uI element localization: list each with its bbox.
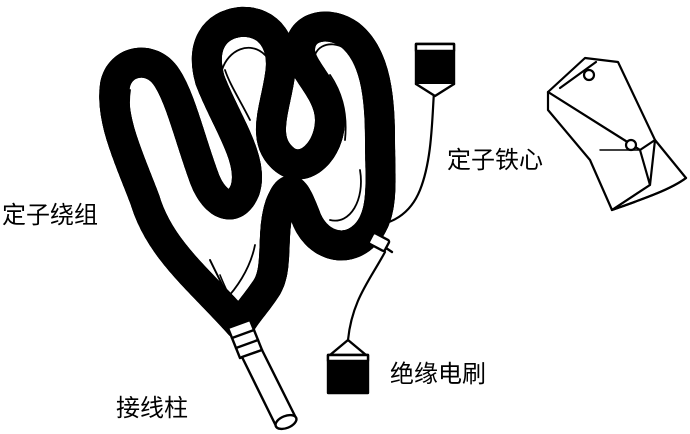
terminal-post [194, 259, 298, 431]
brush-cable [346, 90, 436, 342]
upper-brush [414, 42, 456, 98]
label-terminal-post: 接线柱 [116, 394, 188, 422]
lower-brush [326, 338, 370, 395]
stator-winding-coil [114, 22, 380, 340]
stator-core [546, 56, 688, 212]
cable-connector [367, 231, 394, 254]
label-stator-winding: 定子绕组 [2, 201, 98, 229]
label-insulated-brush: 绝缘电刷 [390, 360, 486, 388]
label-stator-core: 定子铁心 [447, 146, 543, 174]
